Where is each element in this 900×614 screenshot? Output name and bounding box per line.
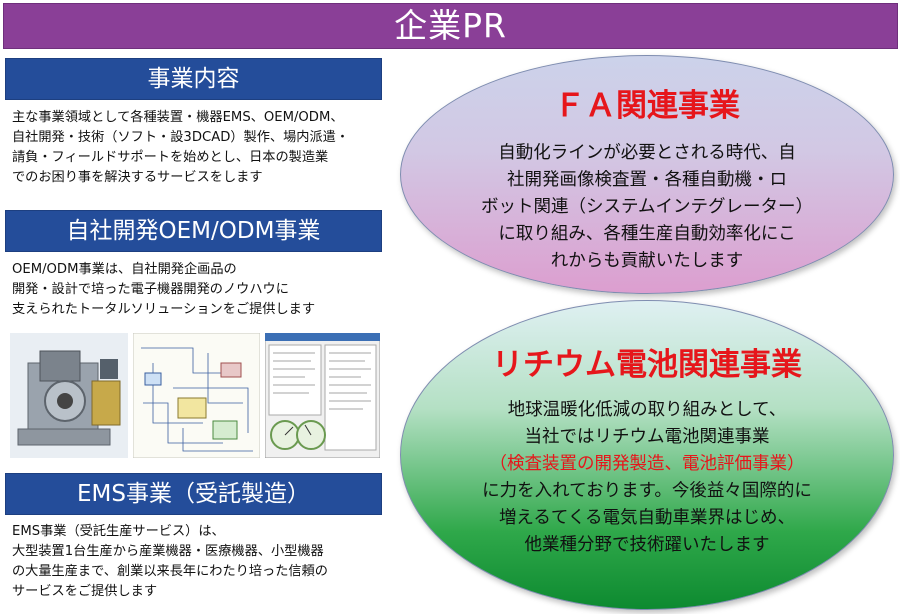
- section-title: 自社開発OEM/ODM事業: [66, 218, 321, 244]
- section-header-oem-odm: 自社開発OEM/ODM事業: [5, 210, 382, 252]
- section-body-ems: EMS事業（受託生産サービス）は、 大型装置1台生産から産業機器・医療機器、小型…: [12, 524, 328, 599]
- mechanical-cad-image: [10, 333, 128, 458]
- section-body-business: 主な事業領域として各種装置・機器EMS、OEM/ODM、 自社開発・技術（ソフト…: [12, 110, 350, 185]
- lithium-business-ellipse: リチウム電池関連事業 地球温暖化低減の取り組みとして、 当社ではリチウム電池関連…: [400, 300, 894, 610]
- lithium-highlight: （検査装置の開発製造、電池評価事業）: [489, 454, 805, 474]
- circuit-schematic-image: [133, 333, 260, 458]
- fa-title: ＦＡ関連事業: [554, 88, 740, 124]
- lithium-line: 当社ではリチウム電池関連事業: [524, 427, 770, 447]
- section-body-oem-odm: OEM/ODM事業は、自社開発企画品の 開発・設計で培った電子機器開発のノウハウ…: [12, 262, 316, 317]
- lithium-line: に力を入れております。今後益々国際的に: [482, 481, 812, 501]
- fa-line: 自動化ラインが必要とされる時代、自: [498, 143, 796, 163]
- software-screenshot-image: [265, 333, 380, 458]
- page-banner: 企業PR: [3, 3, 898, 49]
- fa-business-ellipse: ＦＡ関連事業 自動化ラインが必要とされる時代、自 社開発画像検査置・各種自動機・…: [400, 55, 894, 294]
- fa-line: に取り組み、各種生産自動効率化にこ: [498, 224, 796, 244]
- lithium-line: 増えるてくる電気自動車業界はじめ、: [498, 508, 796, 528]
- lithium-line: 地球温暖化低減の取り組みとして、: [507, 400, 787, 420]
- section-header-ems: EMS事業（受託製造）: [5, 473, 382, 515]
- page-title: 企業PR: [394, 6, 507, 45]
- section-header-business: 事業内容: [5, 58, 382, 100]
- fa-line: ボット関連（システムインテグレーター）: [481, 197, 813, 217]
- section-title: EMS事業（受託製造）: [77, 481, 310, 507]
- lithium-line: 他業種分野で技術躍いたします: [524, 535, 770, 555]
- lithium-description: 地球温暖化低減の取り組みとして、 当社ではリチウム電池関連事業 （検査装置の開発…: [401, 397, 893, 559]
- fa-description: 自動化ラインが必要とされる時代、自 社開発画像検査置・各種自動機・ロ ボット関連…: [401, 140, 893, 275]
- section-title: 事業内容: [147, 66, 240, 92]
- lithium-title: リチウム電池関連事業: [492, 347, 802, 383]
- fa-line: れからも貢献いたします: [550, 251, 744, 271]
- fa-line: 社開発画像検査置・各種自動機・ロ: [507, 170, 787, 190]
